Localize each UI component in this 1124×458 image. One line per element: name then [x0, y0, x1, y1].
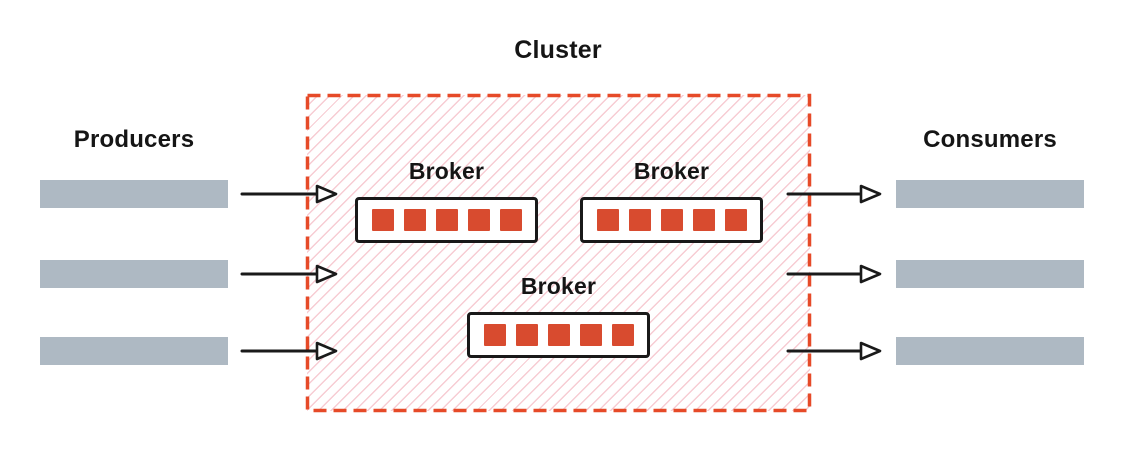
broker-3-box [467, 312, 650, 358]
broker-3-label: Broker [520, 273, 597, 299]
partition-square [692, 209, 715, 231]
partition-square [515, 324, 538, 346]
broker-1-box [355, 197, 538, 243]
producer-bar-3 [40, 337, 228, 365]
consumer-arrow-2 [786, 264, 882, 284]
consumer-bar-1 [896, 180, 1084, 208]
partition-square [499, 209, 522, 231]
partition-square [579, 324, 602, 346]
producer-bar-2 [40, 260, 228, 288]
producer-arrow-2 [240, 264, 338, 284]
cluster-dashed-border [305, 93, 812, 413]
consumer-bar-2 [896, 260, 1084, 288]
consumer-bar-3 [896, 337, 1084, 365]
producer-arrow-3 [240, 341, 338, 361]
partition-square [547, 324, 570, 346]
partition-square [596, 209, 619, 231]
partition-square [467, 209, 490, 231]
cluster-boundary-area [307, 95, 810, 411]
broker-1-label: Broker [408, 158, 485, 184]
partition-square [483, 324, 506, 346]
consumer-arrow-3 [786, 341, 882, 361]
partition-square [403, 209, 426, 231]
producer-bar-1 [40, 180, 228, 208]
producers-label: Producers [73, 126, 195, 153]
broker-2-label: Broker [633, 158, 710, 184]
partition-square [724, 209, 747, 231]
cluster-title: Cluster [514, 36, 602, 64]
consumer-arrow-1 [786, 184, 882, 204]
partition-square [435, 209, 458, 231]
consumers-label: Consumers [923, 126, 1057, 153]
partition-square [611, 324, 634, 346]
producer-arrow-1 [240, 184, 338, 204]
partition-square [660, 209, 683, 231]
partition-square [371, 209, 394, 231]
broker-2-box [580, 197, 763, 243]
partition-square [628, 209, 651, 231]
